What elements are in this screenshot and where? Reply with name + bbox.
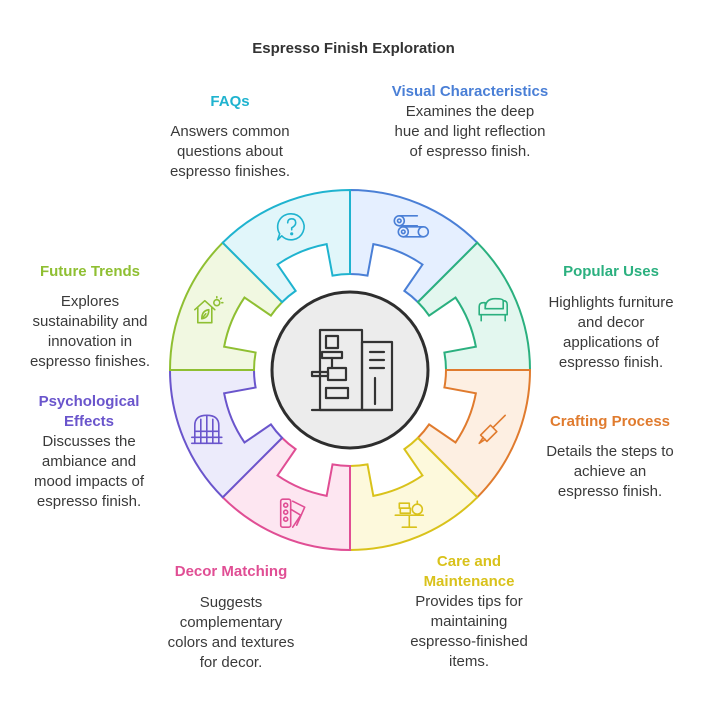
desc-future: Explores sustainability and innovation i… (29, 293, 151, 370)
desc-visual: Examines the deep hue and light reflecti… (394, 103, 546, 160)
swatches-icon (279, 498, 306, 529)
label-future: Future Trends Explores sustainability an… (0, 262, 200, 372)
espresso-machine-icon (310, 328, 394, 412)
segment-psych (168, 369, 284, 499)
desc-faqs: Answers common questions about espresso … (169, 123, 291, 180)
eco-house-icon (194, 295, 224, 324)
desc-psych: Discusses the ambiance and mood impacts … (33, 433, 145, 510)
heading-faqs: FAQs (210, 93, 250, 110)
label-crafting: Crafting Process Details the steps to ac… (500, 412, 707, 502)
segment-popular (416, 241, 532, 371)
heading-psych: Psychological Effects (38, 393, 140, 430)
label-care: Care and Maintenance Provides tips for m… (359, 552, 579, 672)
sofa-icon (478, 297, 509, 322)
desc-crafting: Details the steps to achieve an espresso… (546, 443, 674, 500)
label-psych: Psychological Effects Discusses the ambi… (0, 392, 199, 512)
desc-popular: Highlights furniture and decor applicati… (548, 294, 674, 371)
heading-crafting: Crafting Process (549, 413, 671, 430)
desc-decor: Suggests complementary colors and textur… (167, 594, 295, 671)
label-decor: Decor Matching Suggests complementary co… (121, 562, 341, 673)
label-faqs: FAQs Answers common questions about espr… (120, 92, 340, 182)
brush-icon (478, 414, 507, 445)
desc-care: Provides tips for maintaining espresso-f… (410, 593, 528, 670)
heading-care: Care and Maintenance (423, 553, 515, 590)
heading-decor: Decor Matching (174, 563, 288, 580)
window-icon (191, 414, 223, 445)
wood-logs-icon (393, 215, 430, 238)
heading-visual: Visual Characteristics (391, 83, 549, 100)
segment-care (349, 436, 479, 552)
label-popular: Popular Uses Highlights furniture and de… (501, 262, 707, 373)
diagram-title: Espresso Finish Exploration (252, 40, 455, 57)
label-visual: Visual Characteristics Examines the deep… (360, 82, 580, 162)
heading-future: Future Trends (39, 263, 140, 280)
table-icon (394, 500, 425, 529)
segment-faqs (221, 188, 351, 304)
heading-popular: Popular Uses (563, 263, 659, 280)
center-circle (270, 290, 430, 450)
question-bubble-icon (276, 212, 305, 241)
